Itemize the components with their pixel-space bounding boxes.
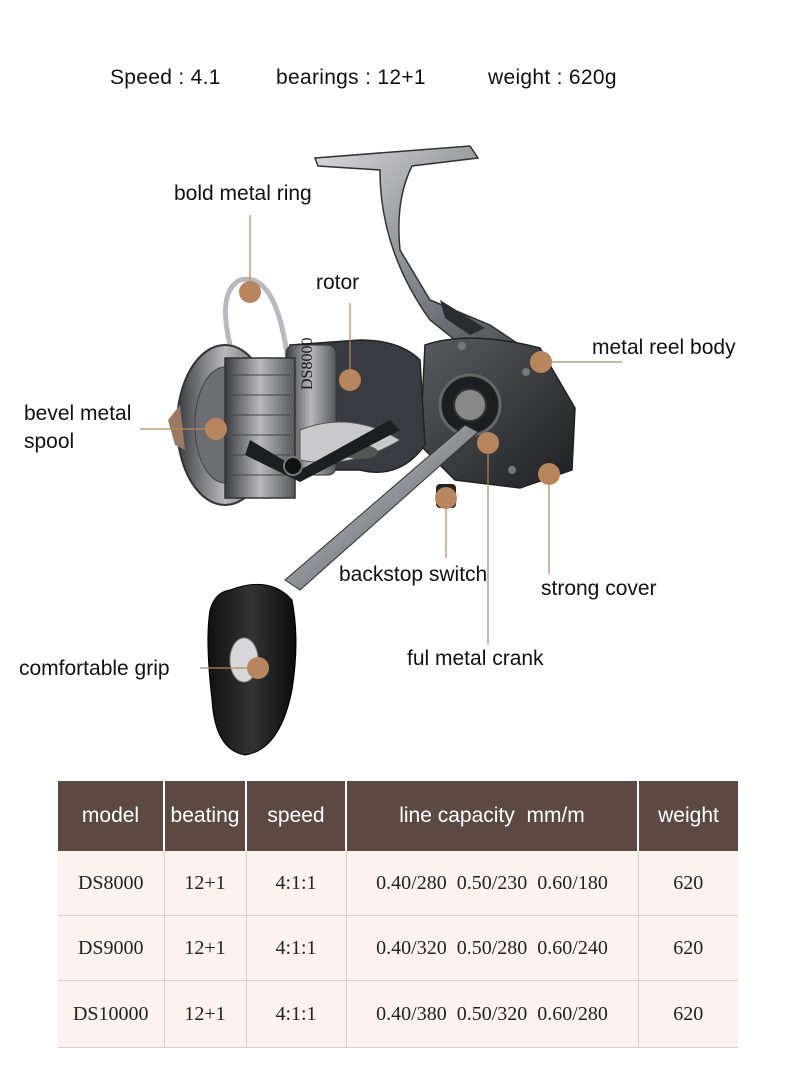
table-row: DS8000 12+1 4:1:1 0.40/280 0.50/230 0.60/1… [58,851,738,916]
callout-dot-spool [205,418,227,440]
label-ful-metal-crank: ful metal crank [407,647,544,670]
header-weight: weight [638,781,738,851]
capacity-2: 0.50/280 [456,936,528,959]
crank-arm [284,424,479,591]
spec-summary: Speed : 4.1 bearings : 12+1 weight : 620… [0,66,790,100]
table-header-row: model beating speed line capacity mm/m w… [58,781,738,851]
callout-dot-cover [538,463,560,485]
reel-body [419,337,576,489]
capacity-1: 0.40/380 [376,1002,447,1025]
label-backstop-switch: backstop switch [339,563,488,586]
cell-model: DS8000 [58,851,165,916]
capacity-2: 0.50/230 [456,871,528,894]
capacity-3: 0.60/240 [537,936,608,959]
speed-spec: Speed : 4.1 [110,66,221,89]
capacity-3: 0.60/280 [537,1002,608,1025]
bail-screw [283,456,303,476]
label-rotor: rotor [316,271,360,294]
header-line-capacity: line capacity mm/m [346,781,639,851]
callout-dot-backstop [435,487,457,509]
callout-dot-grip [247,657,269,679]
label-comfortable-grip: comfortable grip [19,657,170,680]
cell-beating: 12+1 [164,851,247,916]
header-model: model [58,781,165,851]
spool-shape [168,344,296,506]
rotor-shape: DS8000 [285,338,426,476]
spool-marking: DS8000 [299,338,316,390]
cell-line-capacity: 0.40/320 0.50/280 0.60/240 [346,915,639,981]
cell-weight: 620 [638,915,738,981]
table-row: DS10000 12+1 4:1:1 0.40/380 0.50/320 0.60/… [58,980,738,1048]
bearings-spec: bearings : 12+1 [276,66,426,89]
callout-dot-reel-body [530,351,552,373]
callout-dot-bail-ring [239,281,261,303]
header-speed: speed [246,781,347,851]
cell-weight: 620 [638,851,738,916]
weight-spec: weight : 620g [488,66,617,89]
label-strong-cover: strong cover [541,577,657,600]
callout-dot-rotor [339,369,361,391]
cell-beating: 12+1 [164,980,247,1048]
label-bold-metal-ring: bold metal ring [174,182,312,205]
capacity-1: 0.40/280 [376,871,447,894]
table-row: DS9000 12+1 4:1:1 0.40/320 0.50/280 0.60/2… [58,915,738,981]
cell-line-capacity: 0.40/280 0.50/230 0.60/180 [346,851,639,916]
callout-lines [140,215,622,669]
spec-table: model beating speed line capacity mm/m w… [58,781,738,1048]
capacity-1: 0.40/320 [376,936,447,959]
label-bevel-metal-spool-line1: bevel metal [24,402,132,425]
cell-speed: 4:1:1 [246,915,347,981]
label-metal-reel-body: metal reel body [592,336,736,359]
reel-foot [313,145,523,353]
header-beating: beating [164,781,247,851]
callout-dot-crank [477,432,499,454]
cell-beating: 12+1 [164,915,247,981]
fishing-reel-illustration: DS8000 [140,145,622,756]
capacity-2: 0.50/320 [456,1002,528,1025]
cell-speed: 4:1:1 [246,980,347,1048]
cell-speed: 4:1:1 [246,851,347,916]
cell-model: DS10000 [58,980,165,1048]
cell-model: DS9000 [58,915,165,981]
cell-weight: 620 [638,980,738,1048]
capacity-3: 0.60/180 [537,871,608,894]
cell-line-capacity: 0.40/380 0.50/320 0.60/280 [346,980,639,1048]
label-bevel-metal-spool-line2: spool [24,430,75,453]
